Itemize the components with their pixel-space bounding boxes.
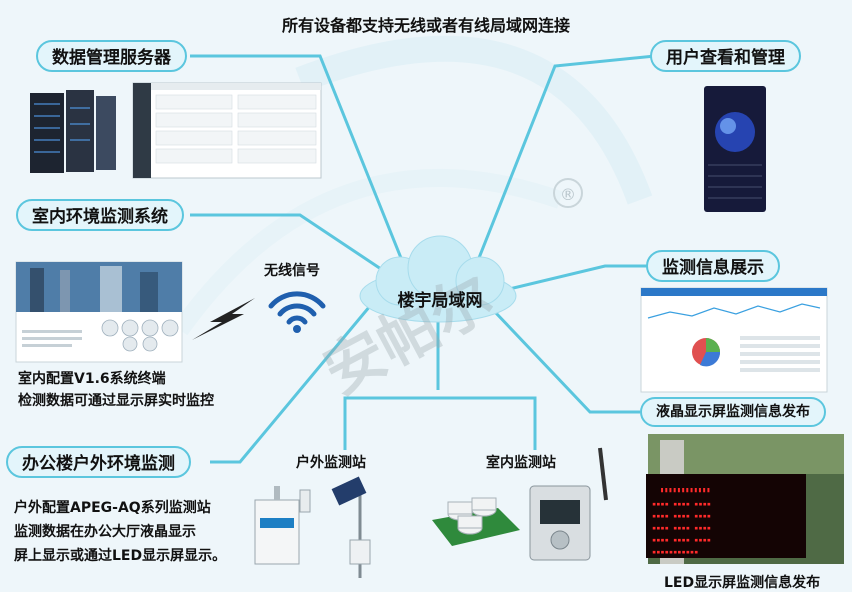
svg-text:▪▪▪▪ ▪▪▪▪ ▪▪▪▪: ▪▪▪▪ ▪▪▪▪ ▪▪▪▪ (652, 512, 711, 520)
node-lcd-publish: 液晶显示屏监测信息发布 (640, 397, 826, 427)
node-indoor-system: 室内环境监测系统 (16, 199, 184, 231)
outdoor-note-line: 户外配置APEG-AQ系列监测站 (14, 500, 211, 516)
diagram-title: 所有设备都支持无线或者有线局域网连接 (281, 16, 570, 35)
wifi-icon (268, 291, 326, 325)
outdoor-station-label: 户外监测站 (296, 455, 366, 471)
indoor-station-image (432, 447, 608, 561)
server-software-screenshot (132, 82, 322, 179)
node-data-server: 数据管理服务器 (36, 40, 187, 72)
node-office-outdoor: 办公楼户外环境监测 (6, 446, 191, 478)
outdoor-note: 户外配置APEG-AQ系列监测站 监测数据在办公大厅液晶显示 屏上显示或通过LE… (14, 496, 226, 568)
node-user-view: 用户查看和管理 (650, 40, 801, 72)
outdoor-note-line: 屏上显示或通过LED显示屏显示。 (14, 548, 227, 564)
svg-text:▪▪▪▪▪▪▪▪▪▪▪: ▪▪▪▪▪▪▪▪▪▪▪ (652, 548, 698, 556)
outdoor-note-line: 监测数据在办公大厅液晶显示 (14, 524, 196, 540)
lan-cloud-label: 楼宇局域网 (397, 291, 483, 311)
svg-text:▮▮▮▮▮▮▮▮▮▮▮▮: ▮▮▮▮▮▮▮▮▮▮▮▮ (660, 486, 711, 494)
svg-text:▪▪▪▪ ▪▪▪▪ ▪▪▪▪: ▪▪▪▪ ▪▪▪▪ ▪▪▪▪ (652, 524, 711, 532)
indoor-note-line: 室内配置V1.6系统终端 (18, 371, 166, 387)
indoor-note-line: 检测数据可通过显示屏实时监控 (18, 393, 214, 409)
led-publish-label: LED显示屏监测信息发布 (664, 575, 821, 591)
dashboard-screenshot (640, 287, 828, 393)
node-monitor-display: 监测信息展示 (646, 250, 780, 282)
phone-app-image (704, 86, 766, 212)
indoor-station-label: 室内监测站 (486, 455, 556, 471)
indoor-terminal-image (15, 261, 183, 363)
outdoor-station-image (254, 476, 371, 578)
svg-text:▪▪▪▪ ▪▪▪▪ ▪▪▪▪: ▪▪▪▪ ▪▪▪▪ ▪▪▪▪ (652, 536, 711, 544)
lightning-icon (192, 298, 255, 340)
indoor-note: 室内配置V1.6系统终端 检测数据可通过显示屏实时监控 (18, 368, 214, 412)
server-rack-image (30, 90, 116, 173)
led-board: ▮▮▮▮▮▮▮▮▮▮▮▮ ▪▪▪▪ ▪▪▪▪ ▪▪▪▪ ▪▪▪▪ ▪▪▪▪ ▪▪… (646, 474, 806, 558)
watermark-mark: ® (560, 185, 576, 204)
wireless-label: 无线信号 (264, 263, 320, 279)
svg-text:▪▪▪▪ ▪▪▪▪ ▪▪▪▪: ▪▪▪▪ ▪▪▪▪ ▪▪▪▪ (652, 500, 711, 508)
lan-cloud (359, 235, 517, 323)
